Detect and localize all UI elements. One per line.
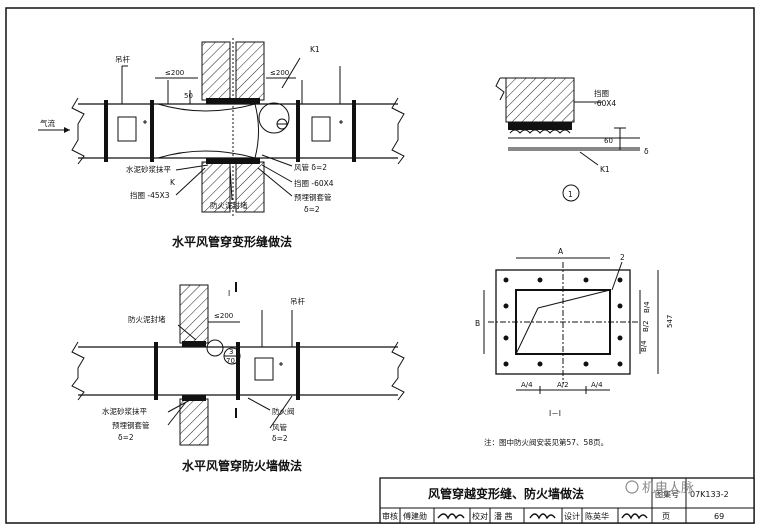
fig2-section-mark: I <box>228 289 230 298</box>
fig2-duct-label-1: 风管 <box>272 422 287 432</box>
title-block-check-label: 校对 <box>472 511 488 521</box>
watermark: 机电人脉 <box>625 480 694 496</box>
drawing-note: 注：图中防火阀安装见第57、58页。 <box>484 437 608 447</box>
fig2-duct-label-2: δ=2 <box>272 434 288 443</box>
section-callout-2: 2 <box>620 253 625 262</box>
detail1-ring-label-2: -60X4 <box>594 99 616 108</box>
detail1-circle-num: 1 <box>568 190 573 199</box>
title-block-reviewer: 傅建勋 <box>403 511 427 521</box>
fig2-dim-le200: ≤200 <box>214 312 233 320</box>
title-block-page-no: 69 <box>714 512 724 521</box>
section-label-A2: A/2 <box>557 381 569 389</box>
fig1-dim-50: 50 <box>184 92 193 100</box>
fig1-ring-left-label: 挡圈 -45X3 <box>130 190 170 200</box>
section-label-B: B <box>475 319 480 328</box>
fig2-embed-label-2: δ=2 <box>118 433 134 442</box>
section-i-i <box>483 257 659 394</box>
title-block-page-label: 页 <box>662 512 670 521</box>
fig1-embed-label-2: δ=2 <box>304 205 320 214</box>
fig2-fire-wall <box>71 282 405 446</box>
watermark-text: 机电人脉 <box>642 481 694 496</box>
fig1-dim-right: ≤200 <box>270 69 289 77</box>
fig2-ref-num: 3 <box>229 348 233 356</box>
detail1-k1-label: K1 <box>600 165 610 174</box>
fig2-damper-label: 防火阀 <box>272 406 295 416</box>
title-block <box>379 477 755 524</box>
section-label-A: A <box>558 247 564 256</box>
fig1-duct-label: 风管 δ=2 <box>294 162 327 172</box>
fig2-caption: 水平风管穿防火墙做法 <box>182 458 302 473</box>
title-block-atlas-label: 图集号 <box>655 489 679 499</box>
title-block-atlas-no: 07K133-2 <box>690 490 729 499</box>
fig1-k1-label: K1 <box>310 45 320 54</box>
title-block-title: 风管穿越变形缝、防火墙做法 <box>428 486 584 501</box>
fig1-caption: 水平风管穿变形缝做法 <box>172 234 292 249</box>
title-block-checker: 潘 茜 <box>494 511 513 521</box>
section-label-B2: B/2 <box>642 320 650 332</box>
fig1-k-label: K <box>170 178 176 187</box>
section-label-B4-top: B/4 <box>643 301 651 313</box>
fig2-embed-label-1: 预埋钢套管 <box>112 420 150 430</box>
fig1-mortar-label: 水泥砂浆抹平 <box>126 164 171 174</box>
fig1-dim-left: ≤200 <box>165 69 184 77</box>
fig1-hanger-label: 吊杆 <box>115 54 130 64</box>
fig2-hanger-label: 吊杆 <box>290 296 305 306</box>
section-title: I－I <box>549 409 561 418</box>
detail-1 <box>495 77 640 202</box>
title-block-review-label: 审核 <box>382 511 398 521</box>
fig2-fire-seal-label: 防火泥封堵 <box>128 314 166 324</box>
title-block-design-label: 设计 <box>564 511 580 521</box>
fig1-deformation-joint <box>38 38 405 216</box>
fig2-mortar-label: 水泥砂浆抹平 <box>102 406 147 416</box>
fig1-airflow-label: 气流 <box>40 118 55 128</box>
signature-mark <box>437 513 465 520</box>
section-dim-547: 547 <box>666 315 674 328</box>
signature-mark <box>529 513 556 520</box>
detail1-dim-60: 60 <box>604 137 613 145</box>
fig1-ring-right-label: 挡圈 -60X4 <box>294 178 334 188</box>
signature-mark <box>621 513 648 520</box>
fig1-embed-label-1: 预埋钢套管 <box>294 192 332 202</box>
section-label-A4-left: A/4 <box>521 381 533 389</box>
detail1-ring-label-1: 挡圈 <box>594 88 609 98</box>
section-label-A4-right: A/4 <box>591 381 603 389</box>
title-block-designer: 陈英华 <box>585 511 609 521</box>
fig2-ref-page: 70 <box>226 357 235 365</box>
detail1-delta: δ <box>644 147 649 156</box>
fig1-fire-seal-label: 防火泥封堵 <box>210 200 248 210</box>
sheet-border <box>5 7 755 524</box>
section-label-B4-bottom: B/4 <box>640 340 648 352</box>
